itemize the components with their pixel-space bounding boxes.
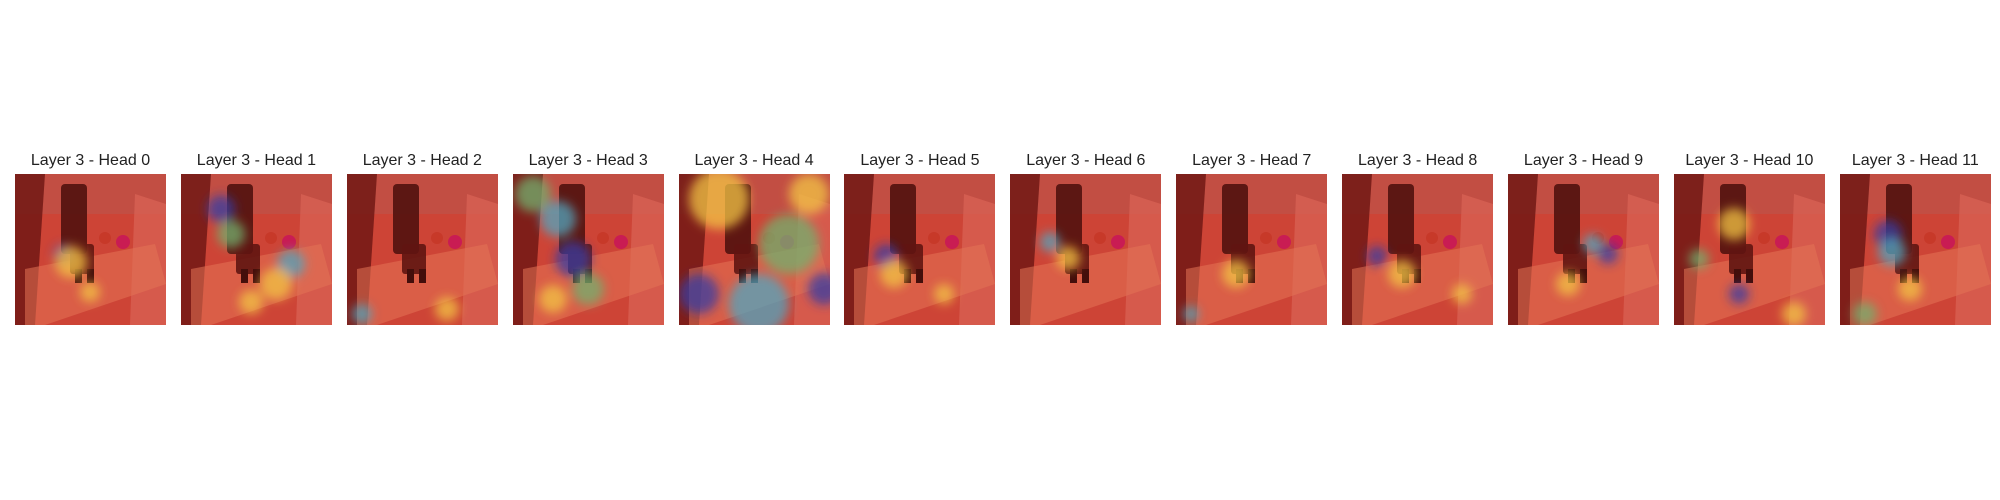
attention-heatmap-image	[15, 174, 166, 325]
attention-heatmap-image	[346, 174, 498, 325]
panel-head-1: Layer 3 - Head 1	[180, 148, 332, 325]
attention-figure: Layer 3 - Head 0 Layer 3 - Head 1 Layer …	[15, 148, 1991, 325]
panel-head-5: Layer 3 - Head 5	[844, 148, 996, 325]
panel-head-8: Layer 3 - Head 8	[1342, 148, 1494, 325]
panel-title: Layer 3 - Head 9	[1523, 152, 1644, 169]
attention-heatmap-image	[678, 174, 830, 325]
panel-head-4: Layer 3 - Head 4	[678, 148, 830, 325]
panel-head-9: Layer 3 - Head 9	[1508, 148, 1660, 325]
attention-heatmap-image	[1342, 174, 1494, 325]
panel-head-11: Layer 3 - Head 11	[1839, 148, 1991, 325]
panel-title: Layer 3 - Head 11	[1851, 152, 1979, 169]
panel-head-3: Layer 3 - Head 3	[512, 148, 664, 325]
attention-heatmap-image	[180, 174, 332, 325]
panel-title: Layer 3 - Head 8	[1358, 152, 1478, 169]
panel-title: Layer 3 - Head 7	[1192, 152, 1312, 169]
panel-title: Layer 3 - Head 2	[362, 152, 482, 169]
panel-title: Layer 3 - Head 1	[196, 152, 316, 169]
panel-title: Layer 3 - Head 5	[860, 152, 980, 169]
panel-head-0: Layer 3 - Head 0	[15, 148, 166, 325]
panel-title: Layer 3 - Head 6	[1026, 152, 1146, 169]
panel-title: Layer 3 - Head 4	[694, 152, 814, 169]
panel-title: Layer 3 - Head 3	[528, 152, 648, 169]
attention-heatmap-image	[1673, 174, 1825, 325]
attention-heatmap-image	[844, 174, 996, 325]
attention-heatmap-image	[1508, 174, 1660, 325]
panel-head-6: Layer 3 - Head 6	[1010, 148, 1162, 325]
attention-heatmap-image	[512, 174, 664, 325]
panel-title: Layer 3 - Head 10	[1685, 152, 1814, 169]
panel-head-10: Layer 3 - Head 10	[1673, 148, 1825, 325]
panel-head-2: Layer 3 - Head 2	[346, 148, 498, 325]
attention-heatmap-image	[1839, 174, 1991, 325]
panel-head-7: Layer 3 - Head 7	[1176, 148, 1328, 325]
attention-heatmap-image	[1176, 174, 1328, 325]
panel-title: Layer 3 - Head 0	[30, 152, 151, 169]
attention-heatmap-image	[1010, 174, 1162, 325]
